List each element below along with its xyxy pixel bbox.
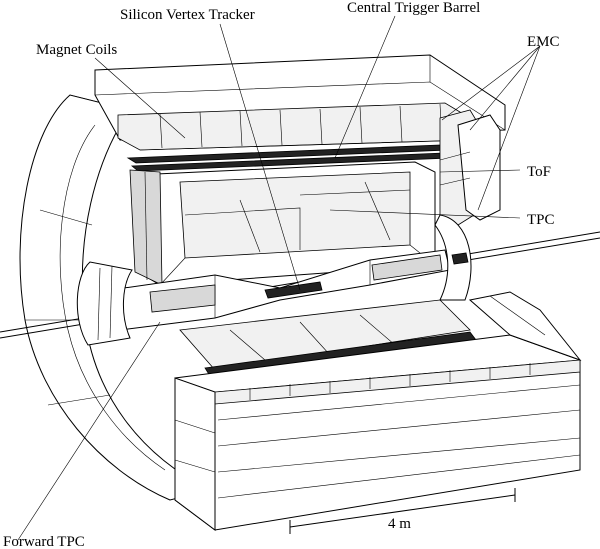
label-silicon-vertex-tracker: Silicon Vertex Tracker <box>120 7 255 23</box>
label-tpc: TPC <box>527 212 555 228</box>
label-scale: 4 m <box>388 516 411 532</box>
label-magnet-coils: Magnet Coils <box>36 42 117 58</box>
lower-barrel <box>174 334 581 531</box>
label-central-trigger-barrel: Central Trigger Barrel <box>347 0 480 16</box>
label-tof: ToF <box>527 164 551 180</box>
tpc-cavity <box>134 161 436 286</box>
leader-lines <box>17 15 541 541</box>
left-inner-wall <box>129 169 163 286</box>
label-emc: EMC <box>527 34 560 50</box>
top-barrel <box>94 54 506 151</box>
right-endcap-ring <box>434 214 472 301</box>
scale-bar <box>289 488 516 534</box>
lower-right-ring <box>468 291 582 362</box>
label-forward-tpc: Forward TPC <box>3 534 85 549</box>
emc-endcap <box>439 109 501 226</box>
left-flange <box>76 261 133 346</box>
